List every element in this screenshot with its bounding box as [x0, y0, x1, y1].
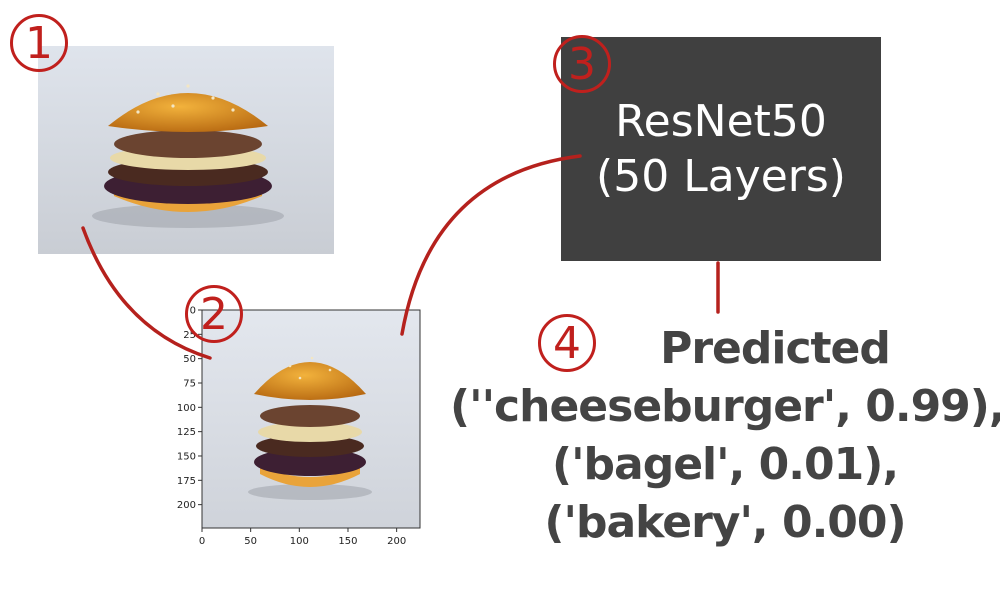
step-1-circle: 1	[10, 14, 68, 72]
x-axis: 0 50 100 150 200	[199, 528, 406, 547]
prediction-title: Predicted	[660, 323, 891, 374]
x-tick-label: 100	[290, 536, 309, 547]
step-4-circle: 4	[538, 314, 596, 372]
y-tick-label: 125	[177, 427, 196, 438]
resized-image-plot: 0 50 100 150 200 0 25 50 75 100 125 150 175 200	[177, 306, 421, 547]
model-box: ResNet50 (50 Layers)	[561, 37, 881, 261]
y-tick-label: 200	[177, 500, 196, 511]
step-3-circle: 3	[553, 35, 611, 93]
step-2-circle: 2	[185, 285, 243, 343]
plot-image	[202, 310, 420, 528]
model-layers: (50 Layers)	[596, 151, 846, 202]
prediction-text: Predicted (''cheeseburger', 0.99), ('bag…	[450, 320, 1000, 552]
prediction-line-2: ('bagel', 0.01),	[551, 439, 899, 490]
y-tick-label: 100	[177, 403, 196, 414]
y-tick-label: 150	[177, 451, 196, 462]
model-name: ResNet50	[615, 96, 827, 147]
original-burger-photo	[38, 46, 334, 254]
y-tick-label: 75	[183, 378, 196, 389]
y-tick-label: 175	[177, 476, 196, 487]
y-tick-label: 25	[183, 330, 196, 341]
prediction-line-1: (''cheeseburger', 0.99),	[450, 381, 1000, 432]
x-tick-label: 0	[199, 536, 205, 547]
x-tick-label: 50	[244, 536, 257, 547]
plot-frame	[201, 309, 421, 529]
x-tick-label: 150	[338, 536, 357, 547]
arrow-2-to-3	[400, 154, 582, 336]
arrow-1-to-2	[81, 226, 212, 360]
x-tick-label: 200	[387, 536, 406, 547]
prediction-line-3: ('bakery', 0.00)	[544, 497, 906, 548]
y-tick-label: 50	[183, 354, 196, 365]
